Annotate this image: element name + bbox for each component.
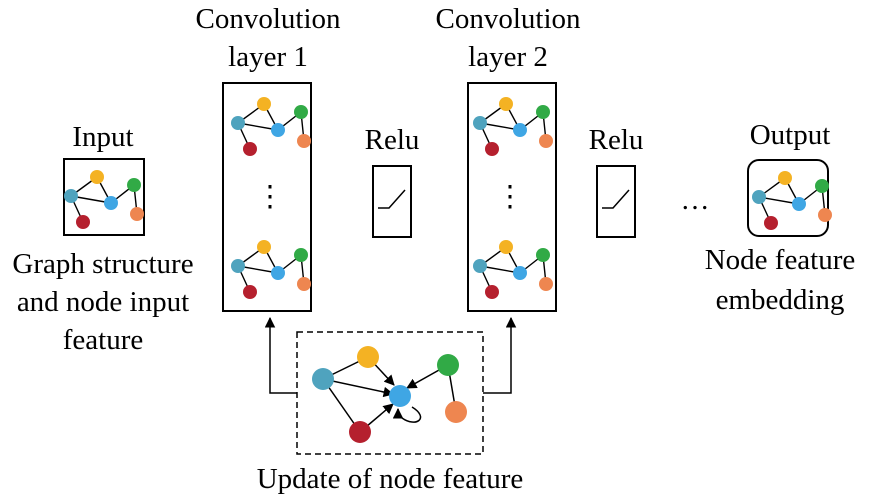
update-graph: [312, 346, 467, 443]
relu2-curve: [602, 189, 630, 209]
update-caption: Update of node feature: [256, 463, 524, 495]
mini-graph-input: [64, 170, 144, 229]
mini-graph-input-node-teal: [64, 189, 78, 203]
input-caption-line1: Graph structure: [12, 248, 194, 280]
mini-graph-conv1-bottom-node-yellow: [257, 240, 271, 254]
mini-graph-input-node-red: [76, 215, 90, 229]
mini-graph-conv2-top: [473, 97, 553, 156]
mini-graph-output-node-teal: [752, 190, 766, 204]
mini-graph-conv1-bottom-node-teal: [231, 259, 245, 273]
mini-graph-output-node-green: [815, 179, 829, 193]
ellipsis: …: [680, 184, 710, 216]
mini-graph-conv1-top-node-green: [294, 105, 308, 119]
update-node-blue: [389, 385, 411, 407]
update-self-loop: [392, 406, 422, 423]
mini-graph-conv1-bottom: [231, 240, 311, 299]
update-edge-teal-blue: [322, 378, 395, 398]
mini-graph-conv2-bottom-node-blue: [513, 266, 527, 280]
mini-graph-conv1-bottom-node-green: [294, 248, 308, 262]
conv2-box: [467, 82, 557, 312]
arrow-to-conv2: [483, 316, 517, 394]
mini-graph-conv1-top-node-blue: [271, 123, 285, 137]
mini-graph-input-node-green: [127, 178, 141, 192]
relu1-curve: [378, 189, 406, 209]
mini-graph-output: [752, 171, 832, 230]
mini-graph-conv2-bottom-node-yellow: [499, 240, 513, 254]
mini-graph-output-node-red: [764, 216, 778, 230]
mini-graph-output-node-blue: [792, 197, 806, 211]
conv1-title-line1: Convolution: [195, 3, 341, 35]
input-caption-line3: feature: [62, 324, 144, 356]
input-caption-line2: and node input: [16, 286, 190, 318]
mini-graph-output-node-yellow: [778, 171, 792, 185]
conv1-vdots: ⋮: [255, 181, 285, 213]
mini-graph-conv1-top-node-orange: [297, 134, 311, 148]
mini-graph-conv2-top-node-teal: [473, 116, 487, 130]
output-caption-line2: embedding: [715, 284, 845, 316]
relu2-box: [596, 165, 636, 238]
output-box: [747, 159, 829, 237]
mini-graph-input-node-orange: [130, 207, 144, 221]
mini-graph-conv1-bottom-node-red: [243, 285, 257, 299]
conv2-vdots: ⋮: [495, 181, 525, 213]
mini-graph-conv2-bottom-node-green: [536, 248, 550, 262]
mini-graph-output-node-orange: [818, 208, 832, 222]
mini-graph-input-node-yellow: [90, 170, 104, 184]
mini-graph-conv2-top-node-green: [536, 105, 550, 119]
input-title: Input: [72, 121, 134, 153]
mini-graph-conv1-top-node-red: [243, 142, 257, 156]
output-caption-line1: Node feature: [704, 244, 856, 276]
mini-graph-conv2-bottom-node-teal: [473, 259, 487, 273]
update-node-teal: [312, 368, 334, 390]
mini-graph-conv2-top-node-red: [485, 142, 499, 156]
conv2-title-line2: layer 2: [468, 41, 548, 73]
conv1-title-line2: layer 1: [228, 41, 308, 73]
mini-graph-conv1-top: [231, 97, 311, 156]
mini-graph-conv2-top-node-yellow: [499, 97, 513, 111]
conv2-title-line1: Convolution: [435, 3, 581, 35]
arrow-to-conv1: [264, 316, 297, 394]
mini-graph-conv1-top-node-yellow: [257, 97, 271, 111]
mini-graph-conv1-top-node-teal: [231, 116, 245, 130]
mini-graph-input-node-blue: [104, 196, 118, 210]
update-node-green: [437, 354, 459, 376]
update-node-yellow: [357, 346, 379, 368]
relu1-box: [372, 165, 412, 238]
mini-graph-conv2-bottom: [473, 240, 553, 299]
mini-graph-conv2-top-node-blue: [513, 123, 527, 137]
update-node-orange: [445, 401, 467, 423]
conv1-box: [222, 82, 312, 312]
relu1-label: Relu: [364, 124, 420, 156]
mini-graph-conv2-top-node-orange: [539, 134, 553, 148]
mini-graph-conv2-bottom-node-red: [485, 285, 499, 299]
relu2-label: Relu: [588, 124, 644, 156]
mini-graph-conv1-bottom-node-blue: [271, 266, 285, 280]
output-title: Output: [749, 119, 831, 151]
mini-graph-conv2-bottom-node-orange: [539, 277, 553, 291]
input-box: [63, 158, 145, 236]
mini-graph-conv1-bottom-node-orange: [297, 277, 311, 291]
update-node-red: [349, 421, 371, 443]
